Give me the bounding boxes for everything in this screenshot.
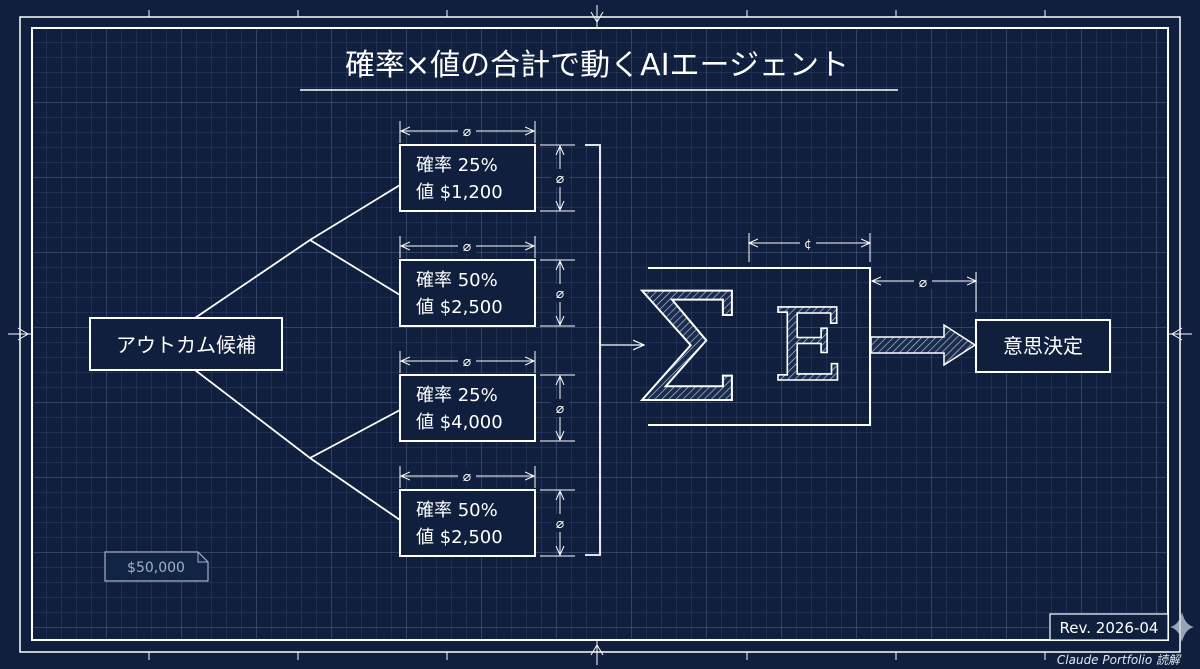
revision-label: Rev. 2026-04 xyxy=(1060,619,1159,637)
title: 確率×値の合計で動くAIエージェント xyxy=(345,48,849,83)
fan-lines xyxy=(194,184,401,521)
outcome-probability: 確率 25% xyxy=(416,155,498,176)
sigma-symbol: Σ xyxy=(636,262,742,436)
sparkle-icon xyxy=(1170,612,1194,642)
dimension-label: ⌀ xyxy=(463,354,472,370)
bracket xyxy=(585,144,644,556)
expectation-symbol: E xyxy=(773,287,846,404)
dimension-label: ¢ xyxy=(804,237,812,251)
dimension-label: ⌀ xyxy=(919,275,928,291)
dimension-label: ⌀ xyxy=(463,124,472,140)
outcome-node: 確率 25% 値 $1,200 ⌀ ⌀ xyxy=(399,121,575,212)
dimension-label: ⌀ xyxy=(556,286,565,302)
dimension-label: ⌀ xyxy=(556,516,565,532)
outcome-node: 確率 50% 値 $2,500 ⌀ ⌀ xyxy=(399,466,575,557)
outcome-node: 確率 50% 値 $2,500 ⌀ ⌀ xyxy=(399,236,575,327)
dimension-label: ⌀ xyxy=(463,469,472,485)
outcome-value: 値 $1,200 xyxy=(416,182,503,203)
dimension-label: ⌀ xyxy=(556,171,565,187)
dimension-label: ⌀ xyxy=(463,239,472,255)
outcome-value: 値 $4,000 xyxy=(416,412,503,433)
outcome-node: 確率 25% 値 $4,000 ⌀ ⌀ xyxy=(399,351,575,442)
output-arrow: ⌀ xyxy=(870,272,976,367)
source-label: アウトカム候補 xyxy=(116,333,256,357)
outcome-probability: 確率 50% xyxy=(416,270,498,291)
outcome-value: 値 $2,500 xyxy=(416,297,503,318)
outcome-value: 値 $2,500 xyxy=(416,527,503,548)
source-node: アウトカム候補 xyxy=(89,317,283,371)
outcome-probability: 確率 50% xyxy=(416,500,498,521)
watermark: Claude Portfolio 読解 xyxy=(1057,653,1182,667)
decision-node: 意思決定 xyxy=(975,319,1111,373)
outcome-probability: 確率 25% xyxy=(416,385,498,406)
note-tag: $50,000 xyxy=(104,551,209,582)
note-label: $50,000 xyxy=(127,560,185,576)
sum-box: Σ E ¢ xyxy=(635,233,871,437)
revision-block: Rev. 2026-04 xyxy=(1049,612,1194,642)
decision-label: 意思決定 xyxy=(1003,334,1083,358)
dimension-label: ⌀ xyxy=(556,401,565,417)
frame xyxy=(8,5,1192,665)
